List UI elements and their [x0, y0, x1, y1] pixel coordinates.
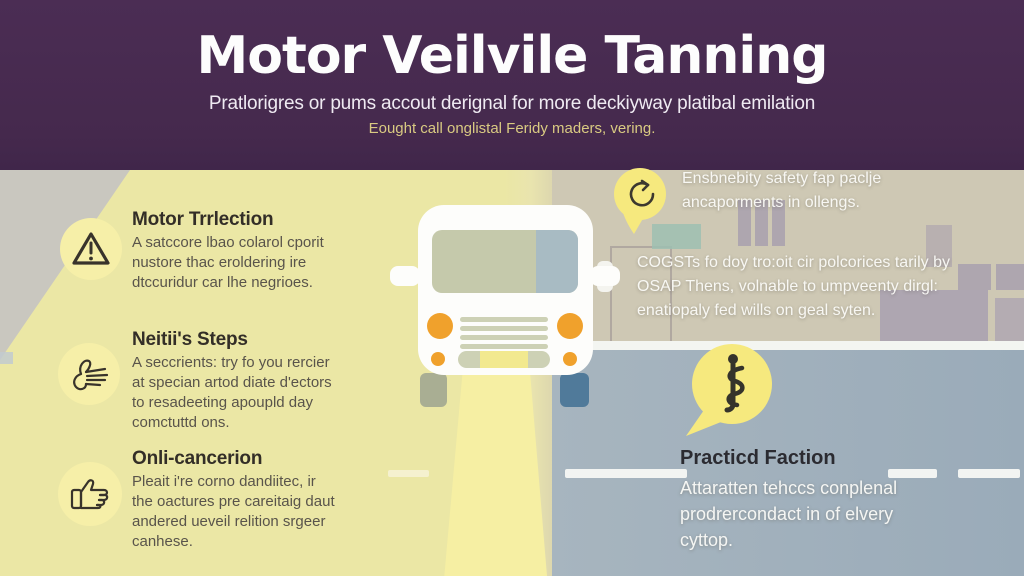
item-body: A seccrients: try fo you rercier at spec…	[132, 354, 332, 431]
van-headlight-left	[427, 313, 453, 339]
page-subtitle: Pratlorigres or pums accout derignal for…	[208, 93, 816, 114]
van-fog-light-left	[431, 352, 445, 366]
header-banner: Motor Veilvile Tanning Pratlorigres or p…	[0, 0, 1024, 170]
van-grille-line	[460, 335, 548, 340]
road-surface	[552, 350, 1024, 576]
item-icon-badge	[60, 218, 122, 280]
building-window	[958, 264, 991, 290]
van-grille-line	[460, 326, 548, 331]
staff-snake-icon	[724, 354, 745, 413]
building-block	[880, 290, 988, 346]
van-license-plate	[480, 351, 528, 368]
page-tagline: Eought call onglistal Feridy maders, ver…	[368, 120, 656, 137]
van-windshield-right	[536, 230, 578, 293]
van-headlight-right	[557, 313, 583, 339]
lane-dash	[888, 469, 937, 478]
building-window-bar	[738, 200, 751, 246]
van-wheel-left	[420, 373, 447, 407]
van-mirror-right	[590, 266, 620, 286]
van-illustration	[390, 205, 620, 407]
curb-line	[552, 341, 1024, 350]
item-heading: Motor Trrlection	[132, 209, 274, 230]
warning-triangle-icon	[72, 232, 110, 265]
building-window-bar	[772, 200, 785, 246]
item-icon-badge	[58, 462, 122, 526]
van-grille-line	[460, 344, 548, 349]
open-hand-icon	[73, 359, 109, 391]
rotation-arrow-icon	[629, 179, 655, 207]
item-heading: Onli-cancerion	[132, 448, 263, 469]
item-heading: Neitii's Steps	[132, 329, 248, 350]
item-body: A satccore lbao colarol cporit nustore t…	[132, 234, 324, 291]
thumbs-up-icon	[70, 479, 109, 510]
van-fog-light-right	[563, 352, 577, 366]
lane-dash	[958, 469, 1020, 478]
practice-heading: Practicd Faction	[680, 447, 836, 469]
lane-dash	[388, 470, 429, 477]
building-block	[995, 298, 1024, 346]
speech-bubble	[614, 168, 666, 234]
left-curb-fragment	[0, 352, 13, 364]
building-teal-sign	[652, 224, 701, 249]
page-title: Motor Veilvile Tanning	[196, 26, 829, 86]
practice-body: Attaratten tehccs conplenal prodrerconda…	[680, 478, 898, 550]
lane-dash	[565, 469, 687, 478]
building-window-bar	[755, 200, 768, 246]
headlight-beam	[444, 373, 547, 576]
van-grille-line	[460, 317, 548, 322]
item-icon-badge	[58, 343, 120, 405]
van-mirror-left	[390, 266, 420, 286]
bubble-note-text: Ensbnebity safety fap paclje ancaporment…	[682, 170, 882, 211]
item-body: Pleait i're corno dandiitec, ir the oact…	[132, 473, 335, 550]
right-paragraph: COGSTs fo doy tro:oit cir polcorices tar…	[637, 254, 950, 319]
building-window	[926, 225, 952, 267]
van-wheel-right	[560, 373, 589, 407]
building-window	[996, 264, 1024, 290]
